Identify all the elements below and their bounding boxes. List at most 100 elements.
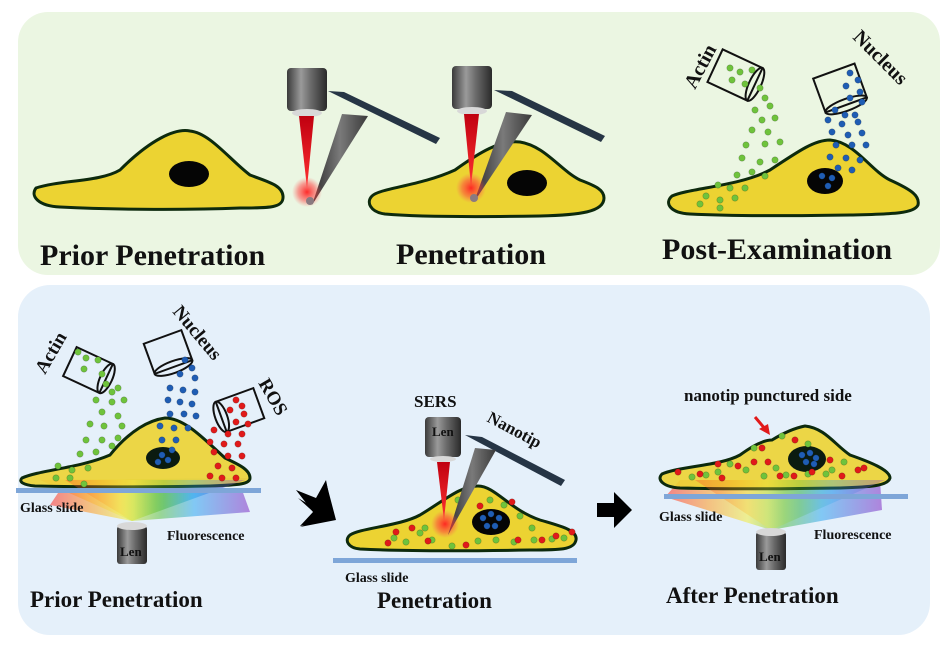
objective-lens-icon (756, 532, 786, 570)
actin-dot (390, 534, 398, 542)
nucleus-dot (862, 141, 870, 149)
ros-dot (210, 426, 218, 434)
actin-dot (758, 116, 766, 124)
actin-dot (66, 474, 74, 482)
ros-dot (238, 430, 246, 438)
objective-lens-icon (287, 68, 327, 111)
actin-dot (702, 471, 710, 479)
actin-dot (688, 473, 696, 481)
nucleus-dot (858, 98, 866, 106)
stage-title: Post-Examination (662, 233, 892, 266)
actin-dot (702, 192, 710, 200)
punctured-side-annotation: nanotip punctured side (684, 386, 852, 405)
actin-dot (114, 384, 122, 392)
actin-dot (714, 181, 722, 189)
actin-dot (726, 460, 734, 468)
nucleus-dot (842, 82, 850, 90)
ros-dot (838, 472, 846, 480)
actin-dot (736, 68, 744, 76)
actin-dot (94, 356, 102, 364)
actin-dot (756, 84, 764, 92)
actin-dot (68, 466, 76, 474)
actin-dot (748, 66, 756, 74)
ros-dot (244, 420, 252, 428)
laser-glow (292, 177, 322, 207)
actin-dot (120, 396, 128, 404)
actin-dot (771, 156, 779, 164)
ros-dot (552, 532, 560, 540)
nucleus-dot (491, 522, 499, 530)
ros-dot (791, 436, 799, 444)
stage-title: Penetration (377, 588, 492, 613)
nucleus-dot (170, 424, 178, 432)
glass-slide-label: Glass slide (345, 571, 408, 586)
nucleus-dot (818, 172, 826, 180)
actin-dot (421, 524, 429, 532)
actin-dot (500, 501, 508, 509)
arrow-icon (597, 492, 632, 528)
nucleus-dot (856, 156, 864, 164)
top-stage-penetration-probe-1 (287, 68, 440, 207)
actin-dot (728, 76, 736, 84)
actin-dot (822, 470, 830, 478)
ros-dot (808, 468, 816, 476)
cell (19, 416, 252, 489)
nucleus-dot (166, 384, 174, 392)
nucleus-dot (846, 69, 854, 77)
nucleus-dot (188, 400, 196, 408)
actin-dot (761, 94, 769, 102)
nucleus-dot (848, 141, 856, 149)
ros-dot (854, 466, 862, 474)
nanotip (474, 112, 532, 202)
nucleus-dot (806, 449, 814, 457)
sers-label: SERS (414, 392, 457, 411)
actin-dot (98, 370, 106, 378)
actin-dot (108, 398, 116, 406)
nucleus-dot (181, 356, 189, 364)
bottom-stage-penetration: Len SERS Nanotip Glass slide Penetration (333, 392, 578, 613)
ros-dot (232, 418, 240, 426)
laser-beam (437, 462, 450, 520)
ros-dot (790, 472, 798, 480)
ros-dot (228, 464, 236, 472)
nucleus-dot (164, 456, 172, 464)
stage-title: Prior Penetration (30, 587, 203, 612)
actin-dot (98, 436, 106, 444)
glass-slide-label: Glass slide (659, 510, 722, 525)
lens-bottom (430, 456, 456, 462)
nucleus-dot (826, 153, 834, 161)
ros-dot (224, 430, 232, 438)
ros-dot (424, 537, 432, 545)
nucleus-dot (828, 174, 836, 182)
actin-dot (760, 472, 768, 480)
nucleus-dot (168, 446, 176, 454)
actin-dot (716, 204, 724, 212)
actin-dot (74, 348, 82, 356)
actin-dot (840, 458, 848, 466)
bottom-stage-after: nanotip punctured side Glass slide Len F… (658, 386, 908, 608)
nanotip (448, 448, 496, 535)
actin-dot (726, 184, 734, 192)
nucleus-dot (854, 118, 862, 126)
actin-dot (84, 464, 92, 472)
ros-dot (408, 524, 416, 532)
ros-dot (240, 410, 248, 418)
glass-slide (16, 488, 261, 493)
nucleus-dot (846, 94, 854, 102)
ros-dot (206, 472, 214, 480)
nucleus-dot (180, 410, 188, 418)
nucleus (507, 170, 547, 196)
nucleus-dot (191, 388, 199, 396)
nucleus-dot (802, 458, 810, 466)
nucleus-dot (824, 182, 832, 190)
actin-dot (118, 422, 126, 430)
actin-dot (738, 154, 746, 162)
actin-dot (108, 388, 116, 396)
nucleus-dot (854, 76, 862, 84)
actin-dot (782, 471, 790, 479)
ros-dot (758, 444, 766, 452)
laser-beam (464, 114, 479, 186)
nucleus-dot (824, 116, 832, 124)
ros-dot (538, 536, 546, 544)
nucleus-dot (156, 422, 164, 430)
